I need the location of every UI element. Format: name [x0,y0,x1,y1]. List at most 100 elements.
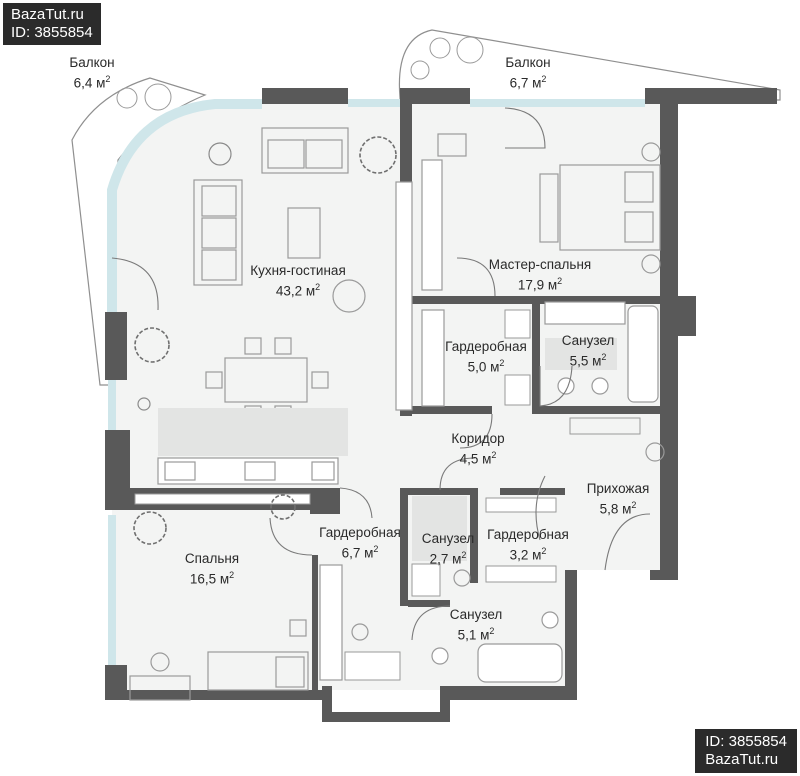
room-label-bathroom-1: Санузел 5,5 м2 [562,332,615,370]
room-label-bathroom-3: Санузел 5,1 м2 [450,606,503,644]
room-label-kitchen-living: Кухня-гостиная 43,2 м2 [250,262,346,300]
sofa [193,179,243,286]
room-name: Спальня [184,551,240,566]
room-label-balcony-right: Балкон 6,7 м2 [505,54,550,92]
room-area: 5,1 м2 [457,626,495,643]
round-table [645,442,665,462]
facade-glazing [348,99,400,107]
bench [539,173,559,243]
watermark-site: BazaTut.ru [11,6,84,23]
room-label-balcony-left: Балкон 6,4 м2 [69,54,114,92]
balcony-plant-pot [116,87,138,109]
balcony-plant-pot [144,83,172,111]
nightstand [641,142,661,162]
room-area: 16,5 м2 [189,570,235,587]
wardrobe-cabinet [421,159,443,291]
room-name: Гардеробная [319,525,401,540]
watermark-top-left: BazaTut.ru ID: 3855854 [3,3,101,45]
toilet [431,647,449,665]
room-name: Кухня-гостиная [250,263,346,278]
sink [541,611,559,629]
bathtub [477,643,563,683]
plant [359,136,397,174]
door-swings [111,107,651,641]
plant [137,397,151,411]
room-name: Прихожая [586,481,650,496]
room-area: 6,7 м2 [509,74,547,91]
room-name: Гардеробная [445,339,527,354]
room-name: Санузел [561,333,615,348]
wardrobe-shelves [421,309,445,407]
balcony-plant-pot [456,36,484,64]
shower-drain [453,569,471,587]
room-name: Санузел [421,531,475,546]
room-name: Коридор [451,431,505,446]
desk-chair [150,652,170,672]
room-area: 43,2 м2 [275,282,321,299]
facade-glazing [107,99,262,312]
room-name: Балкон [505,55,551,70]
sink-counter [544,301,626,325]
bidet [591,377,609,395]
kitchen-cabinet [134,493,311,505]
wardrobe-shelves [485,565,557,583]
room-name: Балкон [69,55,115,70]
room-area: 2,7 м2 [429,550,467,567]
wardrobe-shelves [485,497,557,513]
room-area: 4,5 м2 [459,450,497,467]
room-area: 17,9 м2 [517,276,563,293]
coffee-table [287,207,321,259]
wardrobe-shelves [344,651,401,681]
wardrobe-shelves [504,309,531,339]
nightstand [641,254,661,274]
room-label-master-bedroom: Мастер-спальня 17,9 м2 [489,256,591,294]
desk [129,675,191,701]
facade-glazing [108,515,116,665]
double-bed [207,651,309,691]
plant [270,494,296,520]
bathroom-tiles [412,496,467,561]
watermark-bottom-right: ID: 3855854 BazaTut.ru [695,729,797,773]
shower-tray [411,563,441,597]
room-label-corridor: Коридор 4,5 м2 [451,430,504,468]
balcony-plant-pot [410,60,430,80]
armchair [332,279,366,313]
balcony-right [398,29,781,101]
sofa [261,127,349,174]
bathroom-tiles [545,338,617,370]
room-label-bedroom: Спальня 16,5 м2 [185,550,239,588]
plant [133,511,167,545]
kitchen-cabinet [395,181,413,411]
room-area: 6,4 м2 [73,74,111,91]
plant [134,327,170,363]
walls [105,88,777,722]
bathtub [627,305,659,403]
wardrobe-shelves [504,374,531,406]
watermark-site: BazaTut.ru [705,751,779,768]
room-label-wardrobe-3: Гардеробная 3,2 м2 [487,526,569,564]
balcony-plant-pot [429,37,451,59]
room-area: 3,2 м2 [509,546,547,563]
double-bed [559,164,661,251]
room-label-bathroom-2: Санузел 2,7 м2 [422,530,475,568]
facade-glazing [470,99,645,107]
watermark-id: ID: 3855854 [11,24,93,41]
shelf [569,417,641,435]
room-area: 5,5 м2 [569,352,607,369]
room-label-wardrobe-2: Гардеробная 6,7 м2 [319,524,401,562]
facade-glazing [108,380,116,430]
pouf [351,623,369,641]
room-name: Мастер-спальня [488,257,592,272]
apartment-floor [112,103,660,700]
room-label-wardrobe-1: Гардеробная 5,0 м2 [445,338,527,376]
room-label-hallway: Прихожая 5,8 м2 [587,480,650,518]
watermark-id: ID: 3855854 [705,733,787,750]
room-name: Гардеробная [487,527,569,542]
chair [437,133,467,157]
room-area: 5,8 м2 [599,500,637,517]
kitchen-counter [157,457,339,485]
room-name: Санузел [449,607,503,622]
kitchen-floor-tiles [158,408,348,456]
nightstand [289,619,307,637]
